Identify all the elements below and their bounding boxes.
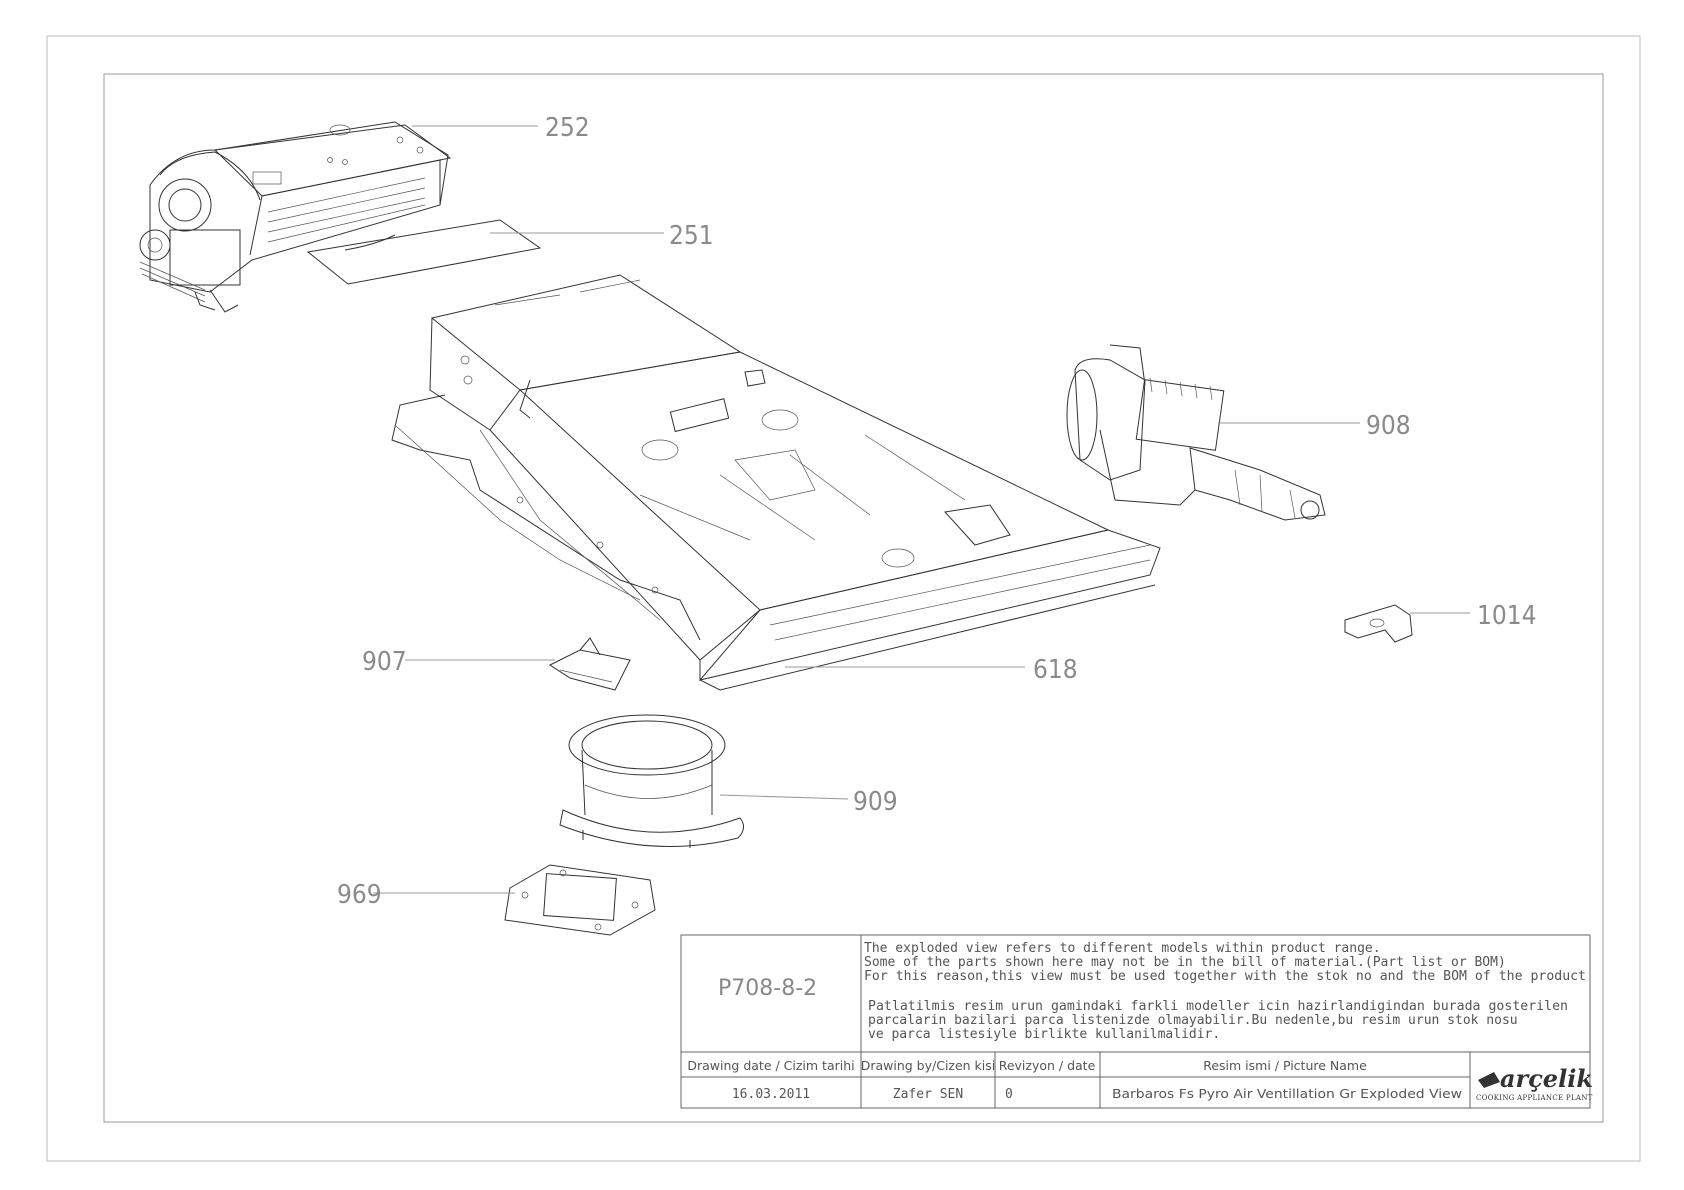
outer-frame <box>46 35 1641 1162</box>
callout-252: 252 <box>545 113 590 143</box>
inner-frame <box>103 73 1604 1123</box>
brand-name: arçelik <box>1500 1064 1593 1093</box>
note-tr-1: Patlatilmis resim urun gamindaki farkli … <box>868 999 1568 1014</box>
drawing-code: P708-8-2 <box>718 976 817 1001</box>
callout-908: 908 <box>1366 411 1411 441</box>
header-drawing-date: Drawing date / Cizim tarihi <box>687 1058 854 1073</box>
callout-909: 909 <box>853 787 898 817</box>
callout-907: 907 <box>362 647 407 677</box>
brand-swoosh-icon <box>1478 1072 1500 1088</box>
note-tr-2: parcalarin bazilari parca listenizde olm… <box>868 1013 1518 1028</box>
part-618-housing <box>391 274 1161 691</box>
header-picture-name: Resim ismi / Picture Name <box>1203 1058 1367 1073</box>
note-en-1: The exploded view refers to different mo… <box>864 941 1381 956</box>
part-251-sheet <box>306 219 542 285</box>
part-907-bracket <box>548 637 631 691</box>
value-picture-name: Barbaros Fs Pyro Air Ventillation Gr Exp… <box>1112 1086 1462 1101</box>
part-909-duct <box>559 714 744 848</box>
value-revision: 0 <box>1005 1087 1013 1102</box>
note-en-2: Some of the parts shown here may not be … <box>864 955 1506 970</box>
callout-969: 969 <box>337 880 382 910</box>
part-1014-clip <box>1344 604 1413 643</box>
callout-251: 251 <box>669 221 714 251</box>
callout-618: 618 <box>1033 655 1078 685</box>
header-drawing-by: Drawing by/Cizen kisi <box>861 1058 996 1073</box>
note-en-3: For this reason,this view must be used t… <box>864 969 1586 984</box>
header-revision: Revizyon / date <box>999 1058 1096 1073</box>
brand-subtitle: COOKING APPLIANCE PLANT <box>1476 1094 1593 1102</box>
value-drawing-by: Zafer SEN <box>893 1087 963 1102</box>
callout-1014: 1014 <box>1477 601 1537 631</box>
value-drawing-date: 16.03.2011 <box>732 1087 810 1102</box>
part-969-plate <box>504 864 656 936</box>
note-tr-3: ve parca listesiyle birlikte kullanilmal… <box>868 1027 1220 1042</box>
part-252-fan-assembly <box>139 121 452 313</box>
brand-logo: arçelik COOKING APPLIANCE PLANT <box>1476 1064 1593 1102</box>
part-908-motor <box>1066 344 1326 521</box>
title-block: P708-8-2 The exploded view refers to dif… <box>680 934 1593 1109</box>
